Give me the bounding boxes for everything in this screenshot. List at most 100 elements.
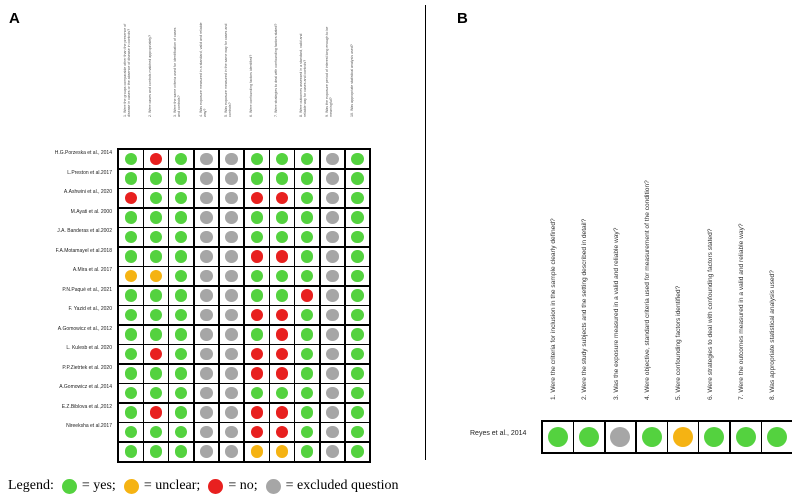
rating-cell (320, 208, 345, 227)
rating-dot-excluded (326, 386, 339, 400)
rating-cell (270, 189, 294, 207)
rating-dot-yes (124, 172, 138, 185)
rating-cell (295, 423, 319, 441)
rating-dot-excluded (200, 367, 213, 380)
rating-dot-excluded (200, 230, 213, 244)
rating-cell (169, 208, 194, 227)
rating-cell (194, 267, 219, 285)
rating-cell (219, 150, 244, 168)
rating-dot-yes (351, 172, 364, 185)
rating-dot-yes (300, 425, 314, 439)
rating-dot-yes (124, 289, 138, 302)
legend-label-no: = no; (228, 478, 258, 493)
rating-cell (219, 208, 244, 227)
rating-cell (169, 228, 194, 246)
rating-cell (270, 169, 294, 188)
rating-dot-yes (174, 250, 188, 263)
rating-dot-yes (300, 152, 314, 166)
rating-cell (219, 306, 244, 324)
rating-dot-no (275, 367, 289, 380)
rating-cell (320, 345, 345, 363)
rating-dot-excluded (200, 152, 213, 166)
rating-cell (119, 150, 143, 168)
rating-cell (169, 364, 194, 383)
rating-cell (144, 169, 168, 188)
rating-cell (119, 208, 143, 227)
rating-dot-yes (124, 367, 138, 380)
rating-dot-yes (149, 289, 163, 302)
rating-dot-excluded (225, 367, 238, 380)
rating-cell (345, 423, 370, 441)
study-label-a: J.A. Banderas et al.2002 (57, 228, 112, 234)
legend-dot-yes (61, 478, 77, 494)
rating-dot-excluded (326, 269, 339, 283)
rating-dot-yes (300, 445, 314, 458)
rating-cell (270, 403, 294, 422)
rating-cell (270, 286, 294, 305)
rating-dot-yes (351, 367, 364, 380)
rating-dot-yes (174, 328, 188, 341)
rating-cell (144, 442, 168, 461)
rating-dot-yes (351, 347, 364, 361)
rating-dot-yes (351, 269, 364, 283)
rating-dot-yes (250, 386, 264, 400)
rating-dot-yes (275, 289, 289, 302)
rating-dot-yes (351, 445, 364, 458)
rating-dot-excluded (610, 426, 631, 447)
rating-dot-yes (300, 328, 314, 341)
rating-dot-yes (704, 426, 725, 447)
rating-cell (169, 267, 194, 285)
rating-cell (345, 345, 370, 363)
rating-dot-excluded (326, 172, 339, 185)
rating-cell (295, 169, 319, 188)
rating-dot-yes (351, 211, 364, 224)
rating-cell (270, 384, 294, 402)
rating-dot-excluded (200, 211, 213, 224)
rating-dot-yes (124, 425, 138, 439)
rating-dot-yes (149, 211, 163, 224)
rating-dot-yes (124, 211, 138, 224)
rating-dot-yes (149, 328, 163, 341)
rating-dot-yes (149, 386, 163, 400)
rating-dot-yes (149, 250, 163, 263)
study-label-a: E.Z.Biblova et al.,2012 (61, 403, 112, 410)
question-header-b-6: 6. Were strategies to deal with confound… (706, 228, 714, 400)
rating-dot-yes (351, 230, 364, 244)
rating-cell (169, 247, 194, 266)
study-label-a: H.G.Porzeska et al., 2014 (54, 150, 112, 156)
rating-cell (244, 150, 269, 168)
rating-cell (169, 442, 194, 461)
study-label-a: L.Preston et al.2017 (67, 169, 112, 176)
question-header-b-1: 1. Were the criteria for inclusion in th… (550, 218, 557, 400)
question-header-a-1: 1. Were the groups comparable other than… (123, 23, 132, 117)
rating-cell (169, 345, 194, 363)
rating-cell (144, 423, 168, 441)
rating-dot-excluded (225, 328, 238, 341)
rating-cell (295, 228, 319, 246)
rating-dot-yes (149, 230, 163, 244)
panel-divider (425, 5, 426, 460)
rating-dot-no (275, 250, 289, 263)
rating-cell (320, 189, 345, 207)
rating-cell (219, 364, 244, 383)
rating-dot-yes (275, 211, 289, 224)
rating-dot-no (250, 347, 264, 361)
rating-dot-excluded (200, 172, 213, 185)
rating-dot-yes (174, 425, 188, 439)
rating-cell (270, 208, 294, 227)
study-label-a: A.Gomowicz et al.,2014 (59, 384, 112, 390)
rating-cell (270, 364, 294, 383)
rating-dot-yes (250, 289, 264, 302)
rating-dot-yes (174, 152, 188, 166)
rating-cell (119, 384, 143, 402)
rating-dot-unclear (124, 269, 138, 283)
legend-label-yes: = yes; (81, 478, 116, 493)
rating-cell (194, 169, 219, 188)
rating-dot-excluded (200, 289, 213, 302)
rating-cell (119, 228, 143, 246)
rating-dot-yes (124, 328, 138, 341)
rating-cell (169, 403, 194, 422)
study-label-a: F. Yazid et al., 2020 (68, 306, 112, 312)
rating-dot-excluded (326, 191, 339, 205)
rating-cell (244, 345, 269, 363)
